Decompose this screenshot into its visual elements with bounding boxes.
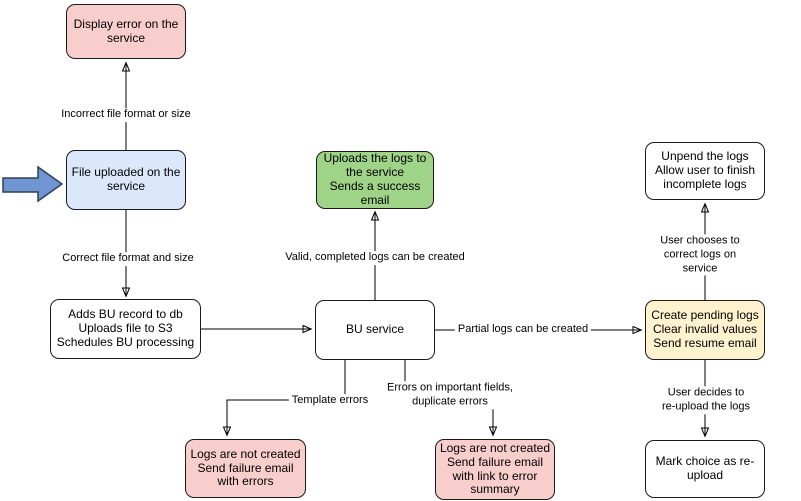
edge-label-user-reuploads: User decides to re-upload the logs: [658, 386, 754, 414]
edge-label-user-corrects: User chooses to correct logs on service: [649, 234, 751, 276]
node-uploads-logs-success: Uploads the logs to the service Sends a …: [316, 151, 434, 209]
edge-label-template-errors: Template errors: [288, 394, 372, 408]
node-logs-not-created-summary: Logs are not created Send failure email …: [435, 439, 555, 500]
node-mark-reupload: Mark choice as re- upload: [645, 440, 765, 498]
node-adds-bu-record: Adds BU record to db Uploads file to S3 …: [50, 299, 201, 359]
edge-label-incorrect-format: Incorrect file format or size: [58, 108, 194, 122]
edge-template-errors: [227, 360, 346, 435]
node-logs-not-created-errors: Logs are not created Send failure email …: [185, 439, 306, 498]
edge-label-correct-format: Correct file format and size: [59, 252, 197, 266]
edge-label-valid-logs: Valid, completed logs can be created: [282, 251, 468, 265]
node-display-error: Display error on the service: [66, 4, 186, 59]
edge-label-partial-logs: Partial logs can be created: [454, 323, 592, 337]
node-file-uploaded: File uploaded on the service: [66, 150, 186, 210]
entry-pointer-arrow-icon: [2, 165, 64, 203]
node-create-pending-logs: Create pending logs Clear invalid values…: [645, 300, 765, 360]
edge-label-field-errors: Errors on important fields, duplicate er…: [384, 381, 516, 409]
node-unpend-logs: Unpend the logs Allow user to finish inc…: [645, 142, 765, 200]
node-bu-service: BU service: [315, 300, 435, 360]
